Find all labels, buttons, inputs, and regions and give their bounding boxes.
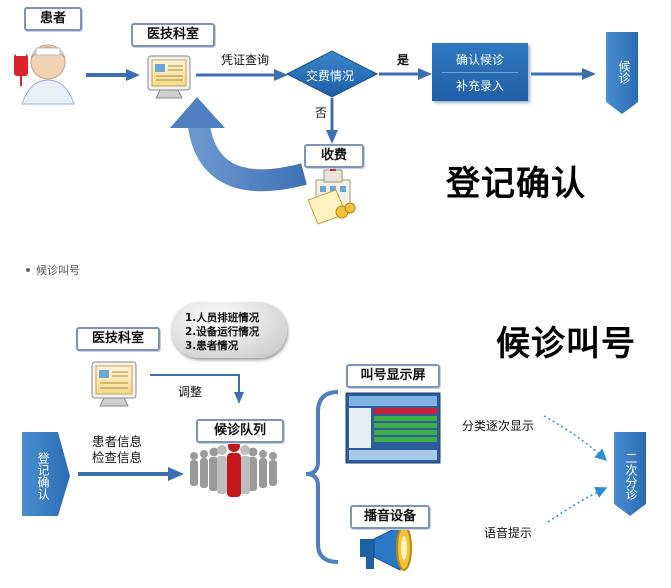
bubble-item-2: 2.设备运行情况 bbox=[185, 326, 260, 338]
wait-text: 候诊 bbox=[617, 60, 631, 84]
section-bullet-text: 候诊叫号 bbox=[36, 264, 80, 277]
classified-display-text: 分类逐次显示 bbox=[462, 419, 535, 433]
charge-label: 收费 bbox=[304, 144, 364, 168]
queue-label: 候诊队列 bbox=[196, 419, 284, 443]
tech-room-label: 医技科室 bbox=[131, 23, 215, 47]
confirm-box: 确认候诊 补充录入 bbox=[432, 43, 528, 101]
confirm-box-divider bbox=[442, 72, 518, 73]
dotted-arrow-voice bbox=[547, 486, 608, 523]
patient-icon bbox=[14, 44, 75, 105]
second-wait-text: 二次分诊 bbox=[624, 452, 638, 500]
bullet-dot bbox=[26, 268, 30, 272]
second-wait-pentagon bbox=[614, 432, 646, 516]
bottom-title: 候诊叫号 bbox=[496, 324, 636, 364]
patient-label: 患者 bbox=[24, 7, 82, 31]
supplement-entry-text: 补充录入 bbox=[455, 79, 504, 93]
payment-status-diamond bbox=[285, 50, 379, 98]
broadcast-label: 播音设备 bbox=[350, 505, 430, 529]
yes-text: 是 bbox=[397, 53, 410, 67]
dotted-arrow-display bbox=[543, 415, 608, 462]
register-confirm-text: 登记确认 bbox=[36, 452, 50, 500]
info-bubble: 1.人员排班情况 2.设备运行情况 3.患者情况 bbox=[171, 302, 287, 358]
voice-prompt-text: 语音提示 bbox=[484, 526, 533, 540]
computer-icon bbox=[147, 55, 191, 99]
call-screen-label: 叫号显示屏 bbox=[346, 364, 440, 388]
register-confirm-pentagon bbox=[22, 432, 70, 516]
speaker-icon bbox=[360, 525, 412, 571]
confirm-wait-text: 确认候诊 bbox=[455, 53, 504, 67]
call-screen-icon bbox=[345, 392, 441, 464]
exam-info-text: 检查信息 bbox=[92, 450, 143, 465]
queue-crowd-icon bbox=[190, 440, 277, 497]
wait-pentagon bbox=[606, 32, 638, 114]
cashier-icon bbox=[307, 163, 356, 225]
payment-status-text: 交费情况 bbox=[306, 69, 355, 83]
computer-icon-bottom bbox=[91, 361, 137, 407]
arrow-adjust bbox=[150, 374, 240, 394]
bubble-item-1: 1.人员排班情况 bbox=[185, 312, 260, 324]
voucher-query-text: 凭证查询 bbox=[221, 53, 270, 67]
patient-info-text: 患者信息 bbox=[92, 434, 143, 449]
top-title: 登记确认 bbox=[446, 164, 586, 204]
no-text: 否 bbox=[315, 106, 328, 120]
adjust-text: 调整 bbox=[178, 385, 203, 399]
bracket bbox=[305, 390, 339, 564]
bubble-item-3: 3.患者情况 bbox=[185, 340, 239, 352]
return-arrow bbox=[187, 116, 307, 192]
tech-room-label-bottom: 医技科室 bbox=[76, 327, 160, 351]
